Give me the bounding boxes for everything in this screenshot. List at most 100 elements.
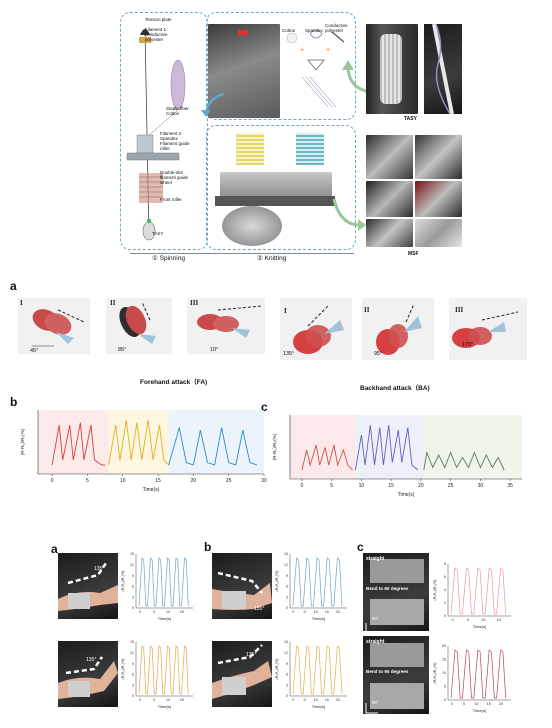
x-tick-label-0: 0 (301, 483, 304, 489)
x-tick-label-3: 15 (180, 698, 184, 702)
x-tick-label-0: 0 (51, 478, 54, 484)
fig3-letter-c: c (357, 540, 364, 554)
x-tick-label-3: 15 (325, 610, 329, 614)
x-tick-label-2: 10 (120, 478, 126, 484)
y-tick-label-0: 0 (132, 694, 134, 698)
label-tension-plate: Tension plate (145, 17, 172, 22)
label-filament-guide: Filament guide roller (160, 141, 190, 152)
yarn-helix (432, 24, 454, 114)
x-tick-label-2: 10 (314, 610, 318, 614)
x-tick-label-0: 0 (292, 610, 294, 614)
series-line (450, 567, 507, 615)
label-filament2: Filament 2- Spandex (160, 131, 183, 142)
y-tick-label-0: 0 (444, 698, 446, 702)
x-tick-label-2: 10 (359, 483, 365, 489)
stage-divider (130, 253, 354, 254)
label-conductive: Conductive polyester (325, 23, 348, 34)
series-line-2 (168, 427, 258, 466)
y-axis-label: (R-R₀)/R₀(%) (272, 433, 277, 460)
x-tick-label-7: 35 (507, 483, 513, 489)
y-tick-label-4: 12 (284, 563, 288, 567)
wrist-angle-a2: 135° (86, 657, 97, 663)
x-tick-label-5: 25 (448, 483, 454, 489)
x-tick-label-0: 0 (139, 698, 141, 702)
x-tick-label-1: 5 (467, 618, 469, 622)
x-tick-label-3: 15 (180, 610, 184, 614)
y-tick-label-4: 8 (444, 562, 446, 566)
label-angle-90: 90° (372, 700, 379, 705)
series-line (292, 645, 343, 695)
x-tick-label-1: 5 (330, 483, 333, 489)
label-straight-2: straight (366, 639, 385, 645)
y-tick-label-0: 0 (286, 606, 288, 610)
y-tick-label-2: 6 (286, 673, 288, 677)
y-tick-label-5: 15 (284, 552, 288, 556)
y-tick-label-1: 3 (132, 683, 134, 687)
y-tick-label-2: 6 (132, 673, 134, 677)
y-tick-label-3: 9 (286, 574, 288, 578)
series-line-0 (51, 422, 106, 466)
y-tick-label-0: 0 (132, 606, 134, 610)
y-tick-label-5: 15 (130, 640, 134, 644)
curved-arrow-icon-2 (332, 198, 366, 231)
series-line (292, 557, 343, 607)
knitting-machine-bed (215, 196, 335, 206)
x-axis-label: Time(s) (158, 704, 172, 709)
x-tick-label-1: 5 (463, 702, 465, 706)
region-bg-0 (290, 415, 356, 479)
region-bg-0 (38, 410, 109, 474)
series-line (450, 649, 507, 699)
x-axis-label: Time(s) (143, 487, 160, 493)
y-tick-label-3: 15 (442, 658, 446, 662)
label-front-roller: Front roller (160, 197, 182, 202)
x-tick-label-0: 0 (292, 698, 294, 702)
x-tick-label-1: 5 (86, 478, 89, 484)
x-tick-label-0: 0 (452, 618, 454, 622)
y-tick-label-5: 15 (130, 552, 134, 556)
x-tick-label-6: 30 (261, 478, 267, 484)
region-bg-1 (355, 415, 424, 479)
msf-photo-3 (366, 181, 413, 217)
fiber-blend-diagram: + + (286, 29, 345, 108)
label-filament1: Filament 1- Conductive polyester (145, 27, 168, 43)
y-tick-label-3: 9 (132, 574, 134, 578)
wrist-angle-b1: 135° (254, 606, 265, 612)
y-tick-label-4: 12 (284, 651, 288, 655)
knitting-panel-top (206, 12, 356, 120)
arrow-icon (201, 92, 225, 117)
fig3-letter-a: a (51, 542, 58, 556)
x-tick-label-4: 20 (191, 478, 197, 484)
msf-photo-1 (366, 135, 413, 179)
backhand-angle-1: 135° (283, 351, 295, 357)
spinning-diagram (126, 29, 186, 241)
series-line-1 (354, 425, 419, 471)
backhand-roman-3: III (455, 306, 464, 314)
panel-letter-b: b (10, 395, 18, 409)
x-tick-label-2: 10 (314, 698, 318, 702)
x-axis-label: Time(s) (312, 704, 326, 709)
backhand-angle-2: 95° (374, 351, 383, 357)
x-tick-label-6: 30 (478, 483, 484, 489)
y-tick-label-2: 6 (286, 585, 288, 589)
x-tick-label-1: 5 (153, 698, 155, 702)
y-tick-label-0: 0 (444, 614, 446, 618)
tasy-spool (380, 34, 402, 104)
x-axis-label: Time(s) (158, 616, 172, 621)
msf-photo-4 (415, 181, 462, 217)
y-axis-label: (R-R₀)/R₀(%) (275, 571, 279, 592)
x-axis-label: Time(s) (312, 616, 326, 621)
x-tick-label-1: 5 (304, 698, 306, 702)
needle-closeup (222, 206, 282, 246)
x-tick-label-2: 10 (166, 698, 170, 702)
x-axis-label: Time(s) (473, 624, 487, 629)
y-tick-label-1: 2 (444, 601, 446, 605)
series-line (138, 645, 189, 695)
knit-swatch-yellow (236, 133, 264, 165)
label-tasy-spool: TASY (152, 231, 164, 236)
wrist-illustrations (58, 559, 424, 714)
attack-posture-illustrations (32, 301, 519, 355)
forehand-angle-2: 85° (118, 347, 127, 353)
forehand-title: Forehand attack（FA) (140, 379, 208, 386)
